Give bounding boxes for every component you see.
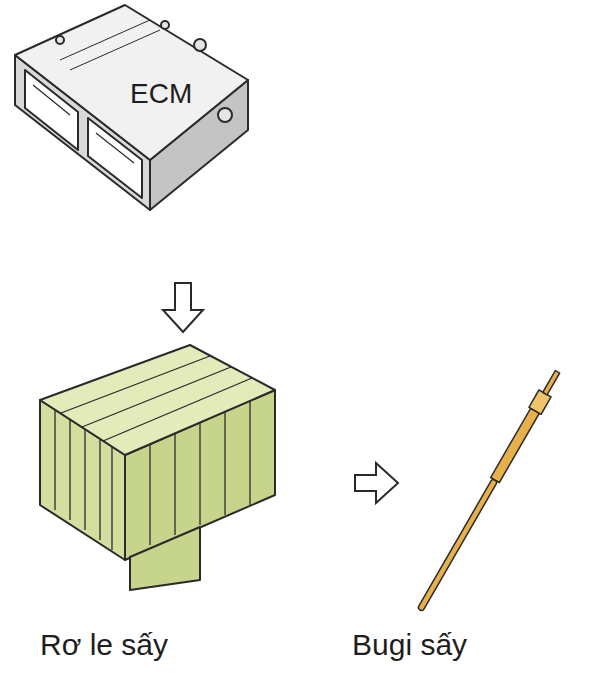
component-node: ECM	[10, 0, 260, 283]
glow-relay	[40, 345, 275, 590]
flow-arrow	[163, 283, 203, 332]
component-node: Rơ le sấy	[30, 332, 355, 672]
component-label: Bugi sấy	[352, 628, 467, 663]
component-label: Rơ le sấy	[40, 628, 168, 663]
flow-arrow	[355, 463, 398, 503]
glow-plug	[414, 368, 564, 613]
component-node: Bugi sấy	[398, 360, 573, 670]
component-label: ECM	[130, 78, 192, 110]
ecm-unit	[15, 5, 248, 210]
